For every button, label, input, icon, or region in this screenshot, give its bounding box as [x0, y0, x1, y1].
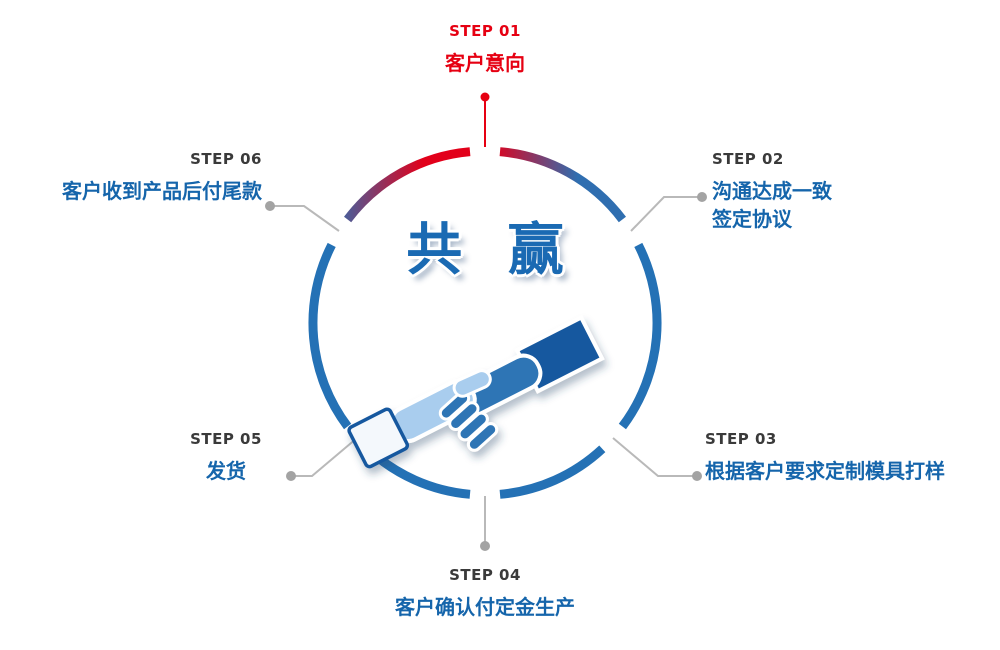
step-04-text: 客户确认付定金生产 — [395, 595, 575, 619]
handshake-thumb — [452, 369, 492, 398]
handshake-right-arm — [455, 314, 605, 417]
handshake-icon — [347, 314, 605, 469]
connector-dot-step-02 — [697, 192, 707, 202]
connector-dot-step-06 — [265, 201, 275, 211]
step-02-label: STEP 02 — [712, 150, 784, 168]
step-01-label: STEP 01 — [449, 22, 521, 40]
process-circle — [308, 147, 662, 499]
connector-dot-step-03 — [692, 471, 702, 481]
step-05: STEP 05 发货 — [126, 430, 326, 485]
step-06-text: 客户收到产品后付尾款 — [62, 179, 262, 203]
circle-arc-right — [618, 242, 662, 430]
step-06-label: STEP 06 — [190, 150, 262, 168]
center-title: 共 赢 — [406, 218, 564, 283]
handshake-left-arm — [347, 379, 477, 469]
connector-step-03 — [612, 437, 695, 477]
connector-dot-step-01 — [480, 92, 490, 102]
connector-step-05 — [293, 437, 358, 477]
step-02-text: 沟通达成一致 签定协议 — [712, 179, 832, 232]
step-04: STEP 04 客户确认付定金生产 — [345, 566, 625, 621]
step-05-label: STEP 05 — [190, 430, 262, 448]
step-05-text: 发货 — [206, 459, 246, 483]
step-01: STEP 01 客户意向 — [385, 22, 585, 77]
circle-arc-top-left — [344, 147, 471, 223]
step-04-label: STEP 04 — [449, 566, 521, 584]
circle-arc-bottom-right — [499, 445, 606, 499]
connector-step-02 — [630, 196, 700, 232]
circle-arc-top-right — [499, 147, 626, 223]
step-03-text: 根据客户要求定制模具打样 — [705, 459, 945, 483]
step-02: STEP 02 沟通达成一致 签定协议 — [712, 150, 962, 234]
step-03-label: STEP 03 — [705, 430, 777, 448]
step-06: STEP 06 客户收到产品后付尾款 — [30, 150, 262, 205]
step-03: STEP 03 根据客户要求定制模具打样 — [705, 430, 995, 485]
connectors — [265, 92, 707, 551]
connector-dot-step-04 — [480, 541, 490, 551]
circle-arc-left — [308, 242, 352, 430]
connector-dot-step-05 — [286, 471, 296, 481]
step-01-text: 客户意向 — [445, 51, 525, 75]
connector-step-06 — [272, 205, 340, 232]
